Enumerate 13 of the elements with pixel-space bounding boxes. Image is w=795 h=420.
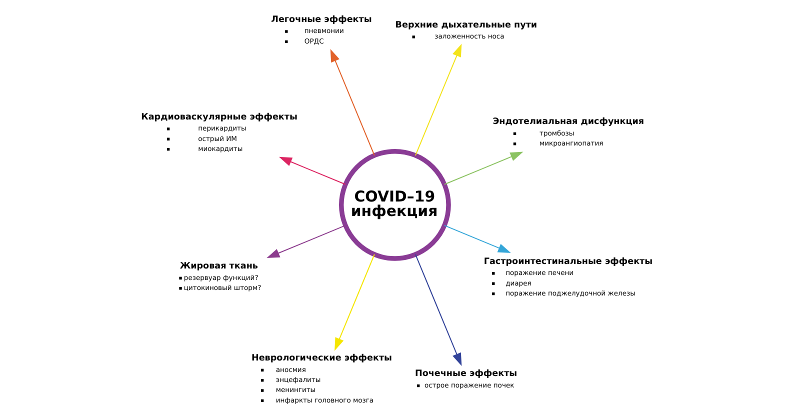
node-label: Верхние дыхательные пути (394, 20, 537, 30)
arrow (330, 48, 374, 156)
node-box (416, 384, 420, 388)
arrow (266, 224, 346, 258)
arrow (278, 156, 346, 185)
arrow (414, 44, 462, 156)
node-circle: COVID–19 инфекция (338, 148, 450, 261)
node-label: Почечные эффекты (414, 369, 517, 380)
arrow (334, 254, 374, 351)
node-box (412, 36, 414, 38)
arrow (414, 254, 462, 366)
arrow (444, 152, 523, 185)
arrow (444, 224, 510, 253)
